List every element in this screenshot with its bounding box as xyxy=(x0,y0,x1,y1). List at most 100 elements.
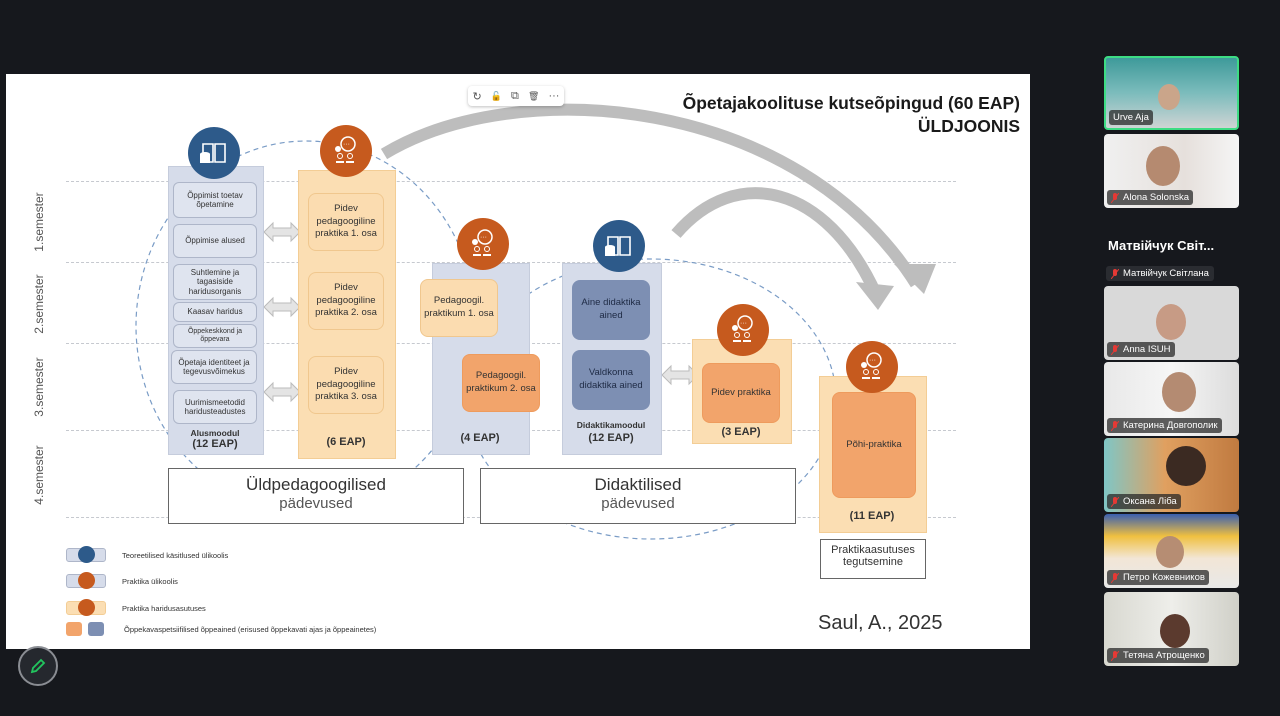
competence-subtitle: pädevused xyxy=(279,495,353,512)
practice-people-icon xyxy=(78,572,95,589)
curved-arrow-large-head xyxy=(894,264,936,294)
participant-video xyxy=(1158,84,1180,110)
orange-swatch xyxy=(66,622,82,636)
slide-object-toolbar: ↻ 🔓 ⧉ 🗑 ··· xyxy=(468,86,564,106)
didactics-item: Aine didaktika ained xyxy=(572,280,650,340)
legend-item: Teoreetilised käsitlused ülikoolis xyxy=(66,546,228,563)
mic-muted-icon xyxy=(1110,192,1120,203)
curved-arrow-small-head xyxy=(856,282,894,310)
svg-text:···: ··· xyxy=(480,234,487,241)
participant-name: Петро Кожевников xyxy=(1123,572,1205,583)
participant-tile-active[interactable]: Urve Aja xyxy=(1104,56,1239,130)
participant-tile[interactable]: Оксана Ліба xyxy=(1104,438,1239,512)
double-arrow-icon xyxy=(264,381,300,403)
legend-swatch xyxy=(66,546,106,563)
semester-divider xyxy=(66,181,956,182)
course-item: Õppimist toetav õpetamine xyxy=(173,182,257,218)
delete-icon[interactable]: 🗑 xyxy=(527,90,540,101)
svg-text:···: ··· xyxy=(740,320,747,327)
participant-name-tag: Катерина Довгополик xyxy=(1107,418,1222,433)
legend-swatch xyxy=(66,572,106,589)
mic-muted-icon xyxy=(1110,496,1120,507)
practicum-item: Pedagoogil. praktikum 1. osa xyxy=(420,279,498,337)
practice-people-icon: ··· xyxy=(457,218,509,270)
participant-name-tag: Urve Aja xyxy=(1109,110,1153,125)
participant-name: Оксана Ліба xyxy=(1123,496,1177,507)
legend-item: Praktika ülikoolis xyxy=(66,572,178,589)
legend-swatch xyxy=(66,599,106,616)
color-swatches xyxy=(66,622,104,636)
participant-tile[interactable]: Anna ISUH xyxy=(1104,286,1239,360)
slide-title-line1: Õpetajakoolituse kutseõpingud (60 EAP) xyxy=(682,93,1020,113)
participant-tile[interactable]: Катерина Довгополик xyxy=(1104,362,1239,436)
book-database-icon xyxy=(593,220,645,272)
legend-label: Praktika ülikoolis xyxy=(122,576,178,586)
course-item: Õppekeskkond ja õppevara xyxy=(173,324,257,348)
practice-people-icon xyxy=(78,599,95,616)
pohipraktika-eap: (11 EAP) xyxy=(849,510,895,522)
legend-label: Praktika haridusasutuses xyxy=(122,603,206,613)
blue-swatch xyxy=(88,622,104,636)
slide-author: Saul, A., 2025 xyxy=(818,612,943,634)
shared-slide: 1.semester 2.semester 3.semester 4.semes… xyxy=(6,74,1030,649)
participant-name-tag: Петро Кожевников xyxy=(1107,570,1209,585)
legend-label: Õppekavaspetsiifilised õppeained (erisus… xyxy=(124,624,377,634)
participant-name-tag[interactable]: Матвійчук Світлана xyxy=(1106,266,1214,281)
course-item: Õppimise alused xyxy=(173,224,257,258)
alusmoodul-label: Alusmoodul xyxy=(190,428,240,438)
annotate-button[interactable] xyxy=(18,646,58,686)
curved-arrow-small xyxy=(671,187,882,297)
participant-tile[interactable]: Alona Solonska xyxy=(1104,134,1239,208)
participant-group-header: Матвійчук Світ... xyxy=(1108,238,1215,253)
copy-icon[interactable]: ⧉ xyxy=(511,89,519,102)
practice-people-icon: ··· xyxy=(717,304,769,356)
competence-subtitle: pädevused xyxy=(601,495,675,512)
participant-video xyxy=(1156,304,1186,340)
practice-people-icon: ··· xyxy=(320,125,372,177)
pidev-praktika-eap: (6 EAP) xyxy=(326,436,366,448)
more-icon[interactable]: ··· xyxy=(548,90,560,102)
participant-name-tag: Alona Solonska xyxy=(1107,190,1194,205)
double-arrow-icon xyxy=(264,296,300,318)
svg-text:···: ··· xyxy=(343,141,350,148)
double-arrow-icon xyxy=(264,221,300,243)
mic-muted-icon xyxy=(1110,344,1120,355)
participant-name: Alona Solonska xyxy=(1123,192,1190,203)
practicum-item: Pedagoogil. praktikum 2. osa xyxy=(462,354,540,412)
participant-name-tag: Оксана Ліба xyxy=(1107,494,1181,509)
competence-title: Üldpedagoogilised xyxy=(246,475,386,494)
didaktikamoodul-eap: (12 EAP) xyxy=(588,432,634,444)
participant-tile[interactable]: Тетяна Атрощенко xyxy=(1104,592,1239,666)
participant-name: Urve Aja xyxy=(1113,112,1149,123)
svg-text:···: ··· xyxy=(869,357,876,364)
pencil-icon xyxy=(30,658,46,674)
course-item: Õpetaja identiteet ja tegevusvõimekus xyxy=(171,350,257,384)
mic-muted-icon xyxy=(1110,268,1120,279)
course-item: Uurimismeetodid haridusteadustes xyxy=(173,390,257,424)
competence-subtitle: tegutsemine xyxy=(843,556,903,568)
participant-tile[interactable]: Петро Кожевников xyxy=(1104,514,1239,588)
participant-video xyxy=(1146,146,1180,186)
book-database-icon xyxy=(188,127,240,179)
practice-item: Pidev pedagoogiline praktika 1. osa xyxy=(308,193,384,251)
competence-title: Didaktilised xyxy=(594,475,682,494)
general-competence-box: Üldpedagoogilised pädevused xyxy=(168,468,464,524)
participant-video xyxy=(1166,446,1206,486)
refresh-icon[interactable]: ↻ xyxy=(472,90,482,103)
practice-item: Pidev pedagoogiline praktika 2. osa xyxy=(308,272,384,330)
mic-muted-icon xyxy=(1110,572,1120,583)
practice-item: Pidev pedagoogiline praktika 3. osa xyxy=(308,356,384,414)
participant-name: Тетяна Атрощенко xyxy=(1123,650,1205,661)
practice-item: Pidev praktika xyxy=(702,363,780,423)
practice-institution-box: Praktikaasutuses tegutsemine xyxy=(820,539,926,579)
lock-icon[interactable]: 🔓 xyxy=(490,90,502,101)
curved-arrows xyxy=(380,103,936,310)
main-practice-item: Põhi-praktika xyxy=(832,392,916,498)
semester-divider xyxy=(66,262,956,263)
practice-people-icon: ··· xyxy=(846,341,898,393)
course-item: Kaasav haridus xyxy=(173,302,257,322)
competence-title: Praktikaasutuses xyxy=(831,544,915,556)
mic-muted-icon xyxy=(1110,420,1120,431)
participant-video xyxy=(1156,536,1184,568)
participant-name-tag: Anna ISUH xyxy=(1107,342,1175,357)
